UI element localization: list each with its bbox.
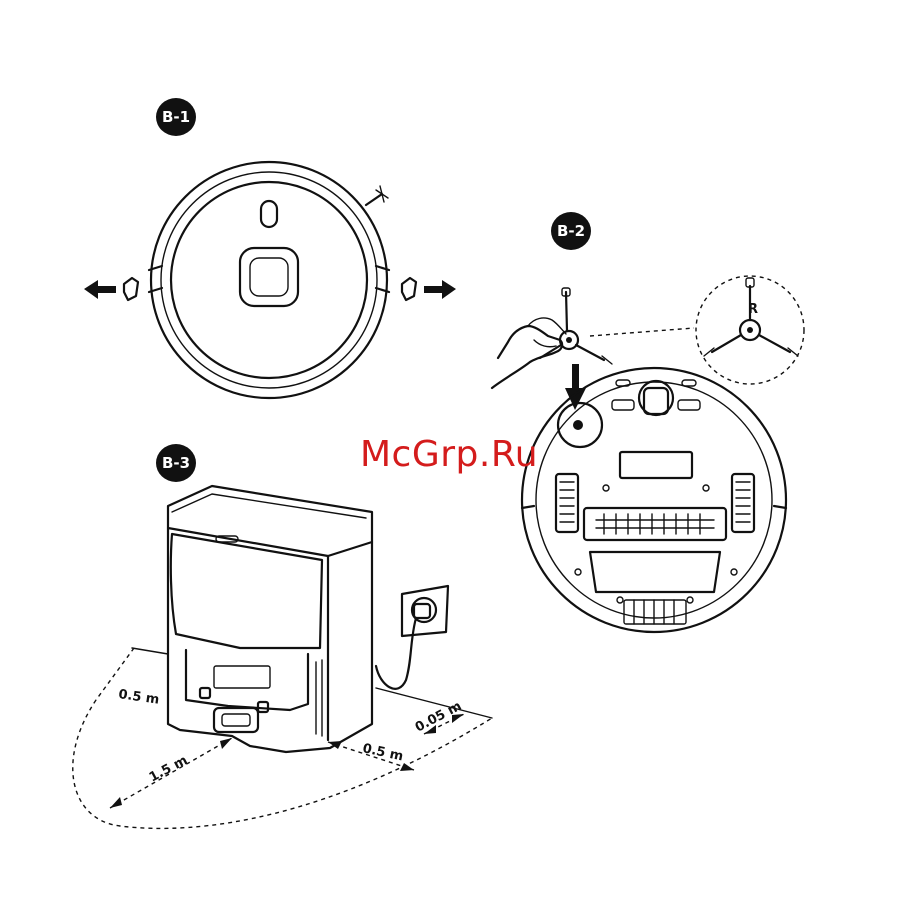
dim-label-left: 0.5 m (117, 687, 160, 708)
badge-b1-label: B-1 (162, 108, 190, 126)
badge-b2-label: B-2 (557, 222, 585, 240)
power-cable (376, 618, 416, 689)
watermark: McGrp.Ru (360, 434, 538, 475)
step-b2: B-2 R (492, 212, 804, 632)
step-b1: B-1 (84, 98, 456, 398)
badge-b2: B-2 (551, 212, 591, 250)
badge-b3: B-3 (156, 444, 196, 482)
side-brush-mark: R (748, 302, 758, 317)
side-brush (540, 288, 612, 364)
arrow-right-icon (424, 280, 456, 299)
dim-label-front: 1.5 m (147, 753, 190, 786)
step-b3: B-3 (73, 444, 492, 828)
dim-label-right: 0.5 m (361, 741, 404, 764)
badge-b3-label: B-3 (162, 454, 190, 472)
zoom-callout: R (696, 276, 804, 384)
bumper-clip-left (124, 278, 138, 300)
robot-bottom-view (522, 368, 786, 632)
base-station (168, 486, 372, 752)
bumper-clip-right (402, 278, 416, 300)
badge-b1: B-1 (156, 98, 196, 136)
robot-top-view (149, 162, 389, 398)
power-outlet (402, 586, 448, 636)
zoom-leader-line (590, 328, 694, 336)
hand-icon (492, 318, 566, 388)
arrow-left-icon (84, 280, 116, 299)
